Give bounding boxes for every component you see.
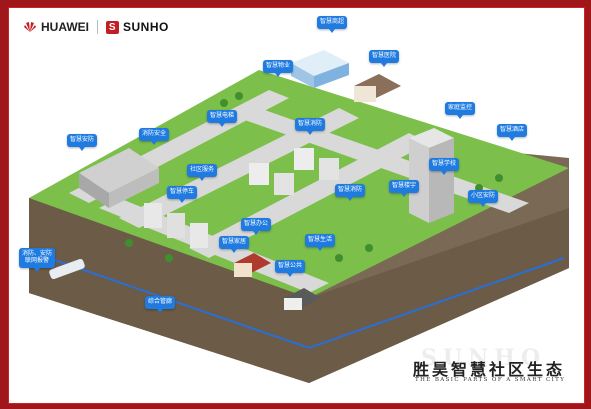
label-alarm-network: 消防、安防联网报警 xyxy=(19,248,55,272)
poster: HUAWEI S SUNHO 智慧商超 智慧医院 智慧物业 家庭监控 智慧酒店 … xyxy=(8,7,585,404)
label-smart-security: 智慧安防 xyxy=(67,134,97,151)
ground-grass xyxy=(29,70,569,298)
label-home-monitoring: 家庭监控 xyxy=(445,102,475,119)
city-illustration xyxy=(29,50,569,383)
label-smart-property: 智慧物业 xyxy=(263,60,293,77)
trees xyxy=(125,92,503,262)
huawei-logo: HUAWEI xyxy=(23,20,89,34)
label-smart-school: 智慧学校 xyxy=(429,158,459,175)
label-smart-hospital: 智慧医院 xyxy=(369,50,399,67)
label-smart-building: 智慧楼宇 xyxy=(389,180,419,197)
label-community-service: 社区服务 xyxy=(187,164,217,181)
utility-pipe xyxy=(48,257,565,350)
label-smart-fire-2: 智慧消防 xyxy=(335,184,365,201)
sunho-mark-icon: S xyxy=(106,20,119,34)
logo-divider xyxy=(97,20,98,34)
label-smart-public: 智慧公共 xyxy=(275,260,305,277)
tower-building xyxy=(409,128,454,223)
train xyxy=(49,258,85,280)
label-smart-fire: 智慧消防 xyxy=(295,118,325,135)
mall-building xyxy=(291,50,349,88)
poster-subtitle: THE BASIC PARTS OF A SMART CITY xyxy=(415,377,566,383)
label-smart-mall: 智慧商超 xyxy=(317,16,347,33)
label-utility-tunnel: 综合管廊 xyxy=(145,296,175,313)
huawei-flower-icon xyxy=(24,22,36,32)
label-smart-parking: 智慧停车 xyxy=(167,186,197,203)
warehouse xyxy=(79,148,159,208)
poster-title: 胜昊智慧社区生态 xyxy=(413,360,566,379)
label-community-security: 小区安防 xyxy=(468,190,498,207)
houses xyxy=(234,74,401,310)
label-smart-hotel: 智慧酒店 xyxy=(497,124,527,141)
logo-bar: HUAWEI S SUNHO xyxy=(23,20,169,34)
label-fire-safety: 消防安全 xyxy=(139,128,169,145)
label-smart-office: 智慧办公 xyxy=(241,218,271,235)
sunho-logo: S SUNHO xyxy=(106,20,169,34)
label-smart-life: 智慧生活 xyxy=(305,234,335,251)
label-smart-home: 智慧家居 xyxy=(219,236,249,253)
label-smart-elevator: 智慧电梯 xyxy=(207,110,237,127)
residential-blocks xyxy=(144,148,339,248)
sunho-watermark: SUNHO xyxy=(421,345,547,371)
